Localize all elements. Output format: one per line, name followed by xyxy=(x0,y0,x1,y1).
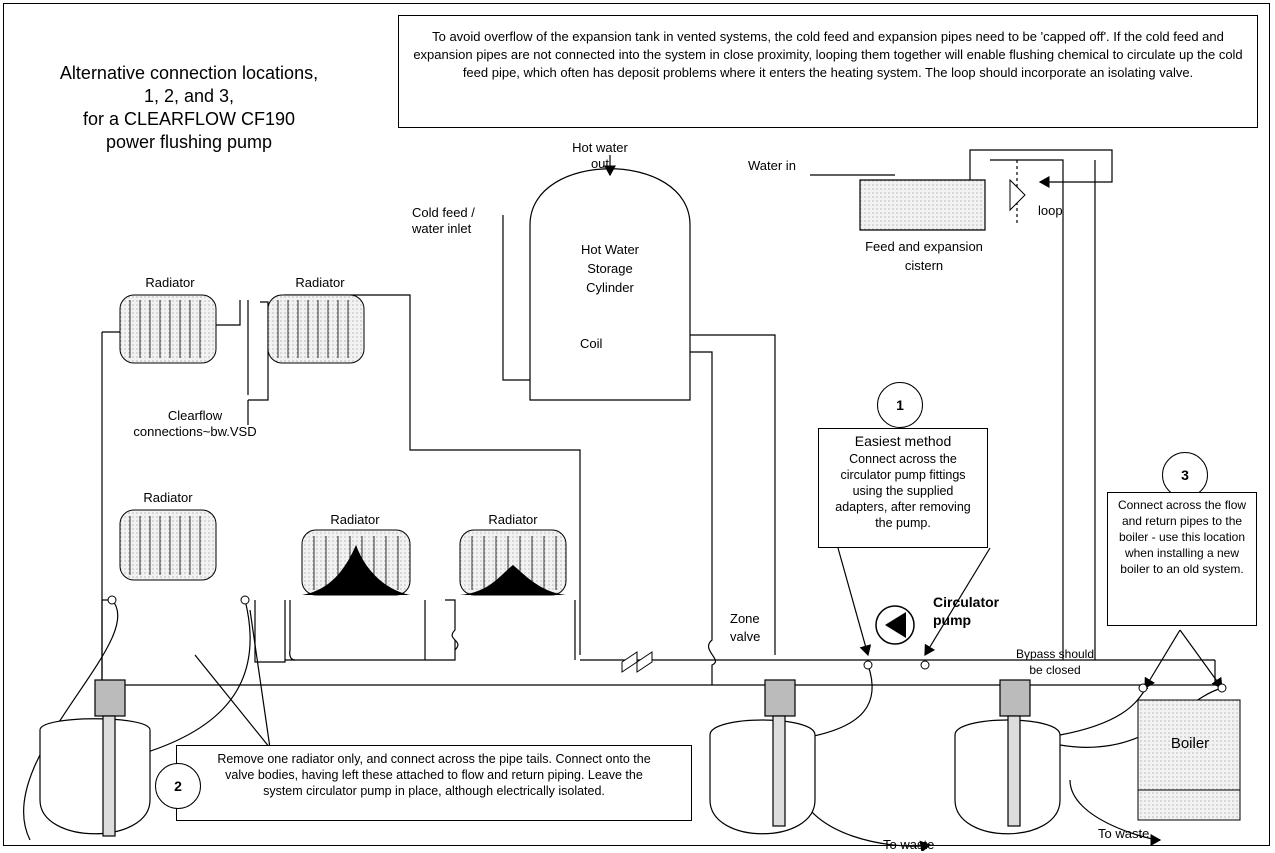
radiator-3 xyxy=(119,509,217,581)
water-in-label: Water in xyxy=(748,158,796,173)
loop-label: loop xyxy=(1038,203,1063,218)
radiator-label-4: Radiator xyxy=(330,512,380,527)
boiler-label: Boiler xyxy=(1170,735,1210,752)
to-waste-label-1: To waste xyxy=(883,837,935,852)
cylinder-label: Hot Water Storage Cylinder xyxy=(580,242,640,295)
to-waste-label-2: To waste xyxy=(1098,826,1150,841)
method-2-marker: 2 xyxy=(155,763,201,809)
radiator-label-3: Radiator xyxy=(143,490,193,505)
method-1-marker: 1 xyxy=(877,382,923,428)
hot-water-cylinder xyxy=(529,168,691,401)
bypass-label: Bypass should be closed xyxy=(1015,647,1095,677)
cistern-label: Feed and expansion cistern xyxy=(865,239,983,273)
radiator-label-5: Radiator xyxy=(488,512,538,527)
method-2-box: Remove one radiator only, and connect ac… xyxy=(176,745,692,821)
title-line-1: Alternative connection locations, xyxy=(59,63,319,83)
radiator-label-2: Radiator xyxy=(295,275,345,290)
diagram-frame xyxy=(3,3,1270,846)
method-1-heading: Easiest method xyxy=(854,433,952,449)
method-1-box: Easiest method Connect across the circul… xyxy=(818,428,988,548)
boiler-shape xyxy=(1137,699,1241,821)
diagram-title: Alternative connection locations, 1, 2, … xyxy=(20,62,358,154)
zone-valve-label: Zone valve xyxy=(730,611,761,644)
clearflow-connections-label: Clearflow connections~bw.VSD xyxy=(133,408,257,439)
method-1-text: Connect across the circulator pump fitti… xyxy=(835,452,971,530)
title-line-2: 1, 2, and 3, xyxy=(143,86,235,106)
hot-water-out-label: Hot water out xyxy=(572,140,628,171)
circulator-pump-label: Circulator pump xyxy=(933,594,1000,628)
radiator-1 xyxy=(119,294,217,364)
method-3-box: Connect across the flow and return pipes… xyxy=(1107,492,1257,626)
return-main-pipe xyxy=(101,332,1216,686)
coil-label: Coil xyxy=(580,336,603,351)
title-line-4: power flushing pump xyxy=(105,132,273,152)
radiator-2 xyxy=(267,294,365,364)
title-line-3: for a CLEARFLOW CF190 xyxy=(82,109,296,129)
cold-feed-label: Cold feed / water inlet xyxy=(412,205,475,236)
capped-off-note: To avoid overflow of the expansion tank … xyxy=(398,15,1258,128)
radiator-label-1: Radiator xyxy=(145,275,195,290)
